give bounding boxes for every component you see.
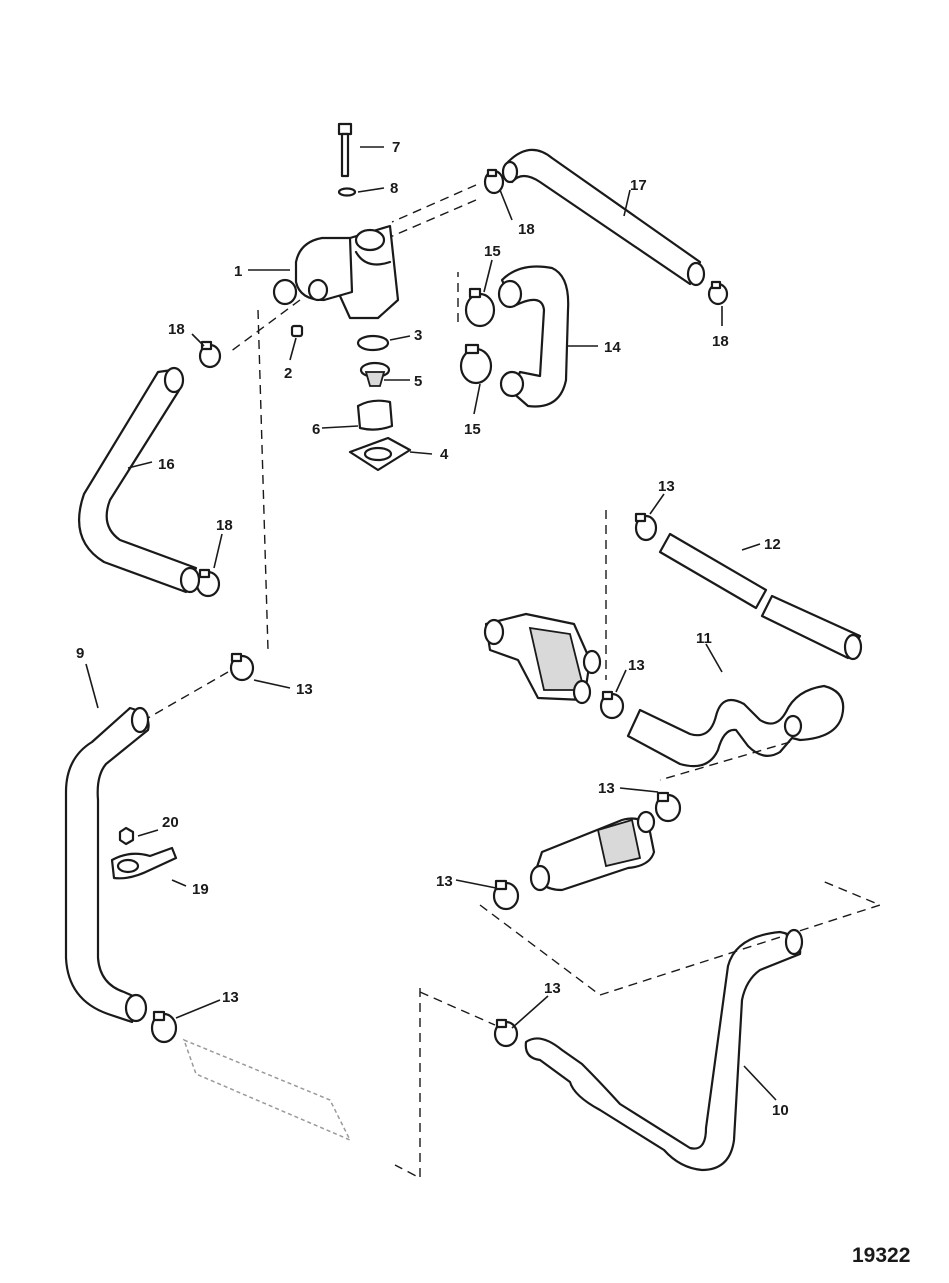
hose-clamp-18d	[195, 568, 221, 598]
callout-1: 1	[234, 263, 242, 280]
hose-9	[64, 706, 150, 1024]
callout-18b: 18	[712, 333, 729, 350]
hose-clamp-13g	[492, 879, 520, 911]
hose-clamp-18a	[483, 168, 505, 195]
thermostat-housing-1	[272, 224, 400, 320]
thermostat-5	[359, 361, 391, 387]
hose-16	[77, 368, 198, 594]
callout-5: 5	[414, 373, 422, 390]
callout-10: 10	[772, 1102, 789, 1119]
hose-clamp-13c	[599, 690, 625, 720]
callout-17: 17	[630, 177, 647, 194]
plug-2	[290, 324, 304, 338]
callout-13f: 13	[222, 989, 239, 1006]
callout-13a: 13	[658, 478, 675, 495]
gasket-4	[348, 436, 412, 472]
callout-8: 8	[390, 180, 398, 197]
heat-exchanger	[483, 612, 602, 705]
callout-2: 2	[284, 365, 292, 382]
bracket-19	[110, 846, 178, 880]
callout-11: 11	[696, 630, 712, 647]
hose-clamp-13b	[634, 512, 658, 542]
hose-11	[626, 684, 845, 768]
hose-clamp-13d	[229, 652, 255, 682]
hose-clamp-18b	[707, 280, 729, 306]
hose-clamp-15b	[459, 343, 493, 385]
ghost-component	[182, 1038, 352, 1142]
callout-13g: 13	[544, 980, 561, 997]
callout-12: 12	[764, 536, 781, 553]
callout-3: 3	[414, 327, 422, 344]
callout-13b: 13	[628, 657, 645, 674]
bolt-7	[337, 122, 353, 178]
callout-16: 16	[158, 456, 175, 473]
callout-labels: 1 2 3 4 5 6 7 8 9 10 11 12 13 13 13 13 1…	[76, 139, 789, 1119]
callout-18c: 18	[168, 321, 185, 338]
hose-clamp-13f	[654, 791, 682, 823]
callout-18a: 18	[518, 221, 535, 238]
hose-10	[524, 930, 802, 1172]
hose-clamp-18c	[198, 340, 222, 369]
hose-clamp-15a	[464, 287, 496, 328]
callout-20: 20	[162, 814, 179, 831]
gasket-3	[356, 334, 390, 352]
hose-clamp-13h	[493, 1018, 519, 1048]
callout-13e: 13	[436, 873, 453, 890]
figure-number: 19322	[852, 1244, 911, 1267]
leader-lines	[85, 146, 777, 1101]
hose-12	[658, 532, 863, 661]
hose-14	[500, 265, 570, 408]
callout-14: 14	[604, 339, 621, 356]
callout-13c: 13	[296, 681, 313, 698]
callout-7: 7	[392, 139, 400, 156]
callout-13d: 13	[598, 780, 615, 797]
callout-19: 19	[192, 881, 209, 898]
callout-6: 6	[312, 421, 320, 438]
sleeve-6	[356, 399, 394, 431]
hose-17	[506, 148, 702, 286]
washer-8	[337, 187, 357, 197]
callout-4: 4	[440, 446, 449, 463]
callout-15b: 15	[464, 421, 481, 438]
callout-18d: 18	[216, 517, 233, 534]
callout-9: 9	[76, 645, 84, 662]
nut-20	[118, 826, 135, 846]
callout-15a: 15	[484, 243, 501, 260]
assembly-dash-lines	[147, 184, 883, 1180]
hose-clamp-13e	[150, 1010, 178, 1044]
lower-heat-exchanger	[529, 810, 656, 892]
